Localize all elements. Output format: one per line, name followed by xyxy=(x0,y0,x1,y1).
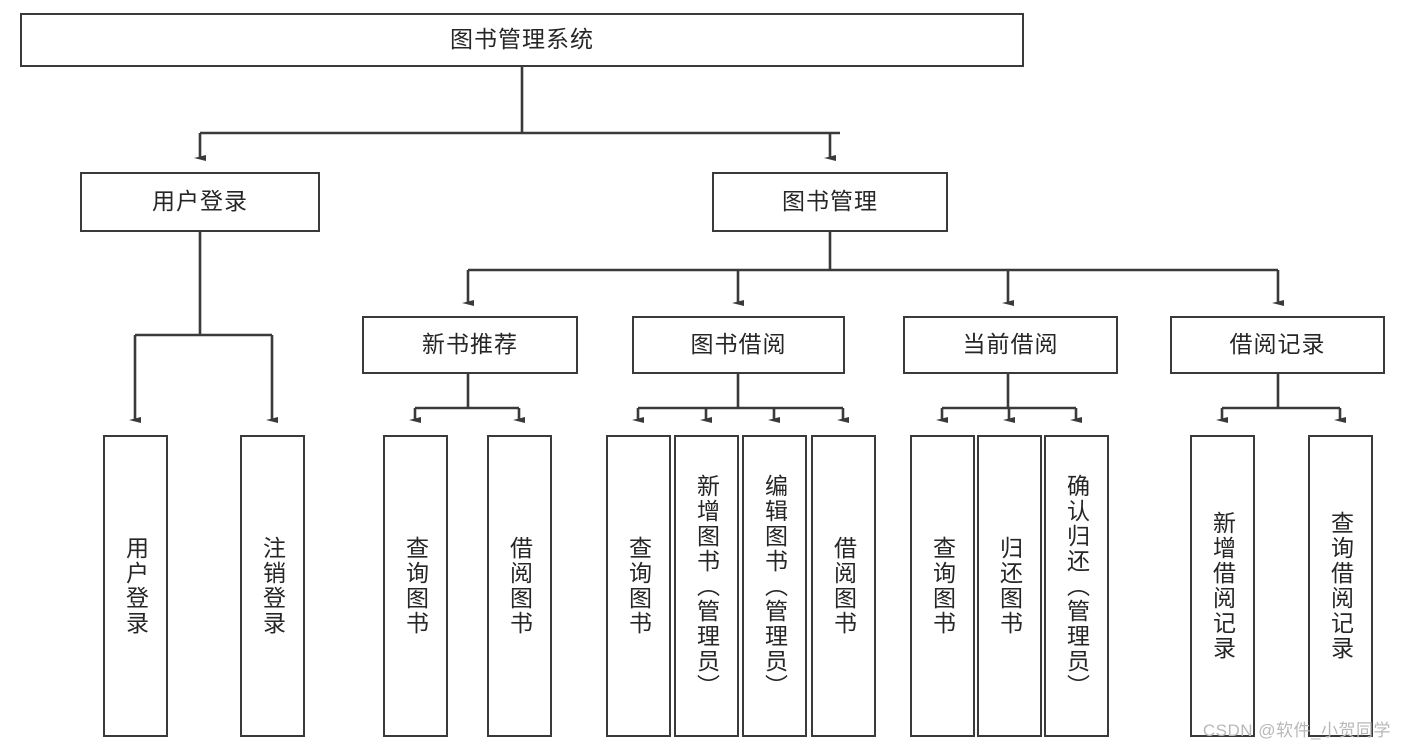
node-label: 借阅图书 xyxy=(506,536,533,636)
leaf-query-book-current[interactable]: 查询图书 xyxy=(910,435,975,737)
leaf-query-book-borrow[interactable]: 查询图书 xyxy=(606,435,671,737)
node-root-book-management-system[interactable]: 图书管理系统 xyxy=(20,13,1024,67)
watermark-text: CSDN @软件_小贺同学 xyxy=(1202,721,1391,740)
node-user-login[interactable]: 用户登录 xyxy=(80,172,320,232)
leaf-borrow-book[interactable]: 借阅图书 xyxy=(811,435,876,737)
node-label: 图书借阅 xyxy=(690,331,787,358)
node-label: 当前借阅 xyxy=(962,331,1059,358)
node-label: 归还图书 xyxy=(996,536,1023,636)
node-book-management[interactable]: 图书管理 xyxy=(712,172,948,232)
node-label: 查询图书 xyxy=(625,536,652,636)
node-label: 用户登录 xyxy=(152,188,248,215)
node-borrow-record[interactable]: 借阅记录 xyxy=(1170,316,1385,374)
leaf-borrow-book-recommend[interactable]: 借阅图书 xyxy=(487,435,552,737)
leaf-add-book-admin[interactable]: 新增图书（管理员） xyxy=(674,435,739,737)
node-book-borrow[interactable]: 图书借阅 xyxy=(632,316,845,374)
node-label: 新增借阅记录 xyxy=(1209,511,1236,661)
leaf-edit-book-admin[interactable]: 编辑图书（管理员） xyxy=(742,435,807,737)
node-label: 借阅记录 xyxy=(1229,331,1326,358)
node-label: 编辑图书（管理员） xyxy=(761,473,788,699)
node-current-borrow[interactable]: 当前借阅 xyxy=(903,316,1118,374)
node-label: 新书推荐 xyxy=(422,331,518,358)
node-label: 查询图书 xyxy=(929,536,956,636)
node-label: 注销登录 xyxy=(259,536,286,636)
leaf-add-borrow-record[interactable]: 新增借阅记录 xyxy=(1190,435,1255,737)
node-label: 图书管理 xyxy=(782,188,878,215)
leaf-query-borrow-record[interactable]: 查询借阅记录 xyxy=(1308,435,1373,737)
node-label: 查询图书 xyxy=(402,536,429,636)
node-label: 图书管理系统 xyxy=(450,26,594,53)
node-label: 查询借阅记录 xyxy=(1327,511,1354,661)
leaf-return-book[interactable]: 归还图书 xyxy=(977,435,1042,737)
leaf-confirm-return-admin[interactable]: 确认归还（管理员） xyxy=(1044,435,1109,737)
leaf-query-book-recommend[interactable]: 查询图书 xyxy=(383,435,448,737)
leaf-logout[interactable]: 注销登录 xyxy=(240,435,305,737)
leaf-user-login[interactable]: 用户登录 xyxy=(103,435,168,737)
node-label: 借阅图书 xyxy=(830,536,857,636)
node-label: 用户登录 xyxy=(122,536,149,636)
node-new-book-recommend[interactable]: 新书推荐 xyxy=(362,316,578,374)
node-label: 确认归还（管理员） xyxy=(1063,473,1090,699)
node-label: 新增图书（管理员） xyxy=(693,473,720,699)
